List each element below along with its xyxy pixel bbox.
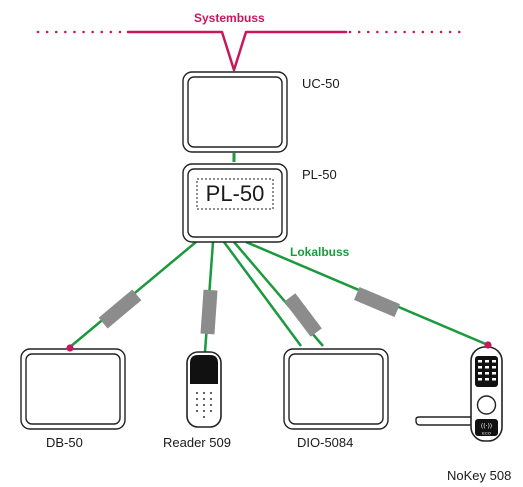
nokey508-keys [478,360,496,381]
pl50-inner-frame [187,168,283,238]
pl50-device [182,163,288,243]
connectors [98,286,400,337]
nokey508-badge [475,419,498,436]
nokey508-device: ((·)) ECO [415,346,503,442]
nokey508-label: NoKey 508 [447,468,512,483]
db50-device [20,348,126,430]
dio5084-label: DIO-5084 [297,435,354,450]
connector-dio5084 [284,293,322,337]
dio5084-device [283,348,389,430]
uc50-label: UC-50 [302,76,340,91]
nokey508-badge-text: ECO [482,431,491,436]
pl50-display [196,178,274,210]
nokey508-knob [476,395,497,415]
nokey508-connection-dot [484,341,492,349]
uc50-device [182,71,288,153]
connector-reader509 [200,289,218,335]
pl50-label: PL-50 [302,167,337,182]
reader509-top-panel [190,355,218,384]
system-bus-line [126,30,348,72]
reader509-device [186,351,222,428]
nokey508-handle [415,412,488,426]
connector-nokey508 [354,286,400,318]
system-bus-label: Systembuss [194,11,265,25]
nokey508-rfid-icon: ((·)) [481,423,492,430]
uc50-inner-frame [187,76,283,148]
reader509-label: Reader 509 [163,435,231,450]
system-bus [36,30,464,72]
pl50-display-text: PL-50 [205,181,265,206]
db50-label: DB-50 [46,435,83,450]
connector-db50 [98,289,142,329]
db50-connection-dot [66,344,74,352]
local-bus-line-dio5084-a [222,241,303,347]
db50-inner-frame [25,353,121,425]
local-bus-label: Lokalbuss [290,245,350,259]
reader509-keypad [195,391,213,419]
dio5084-inner-frame [288,353,384,425]
